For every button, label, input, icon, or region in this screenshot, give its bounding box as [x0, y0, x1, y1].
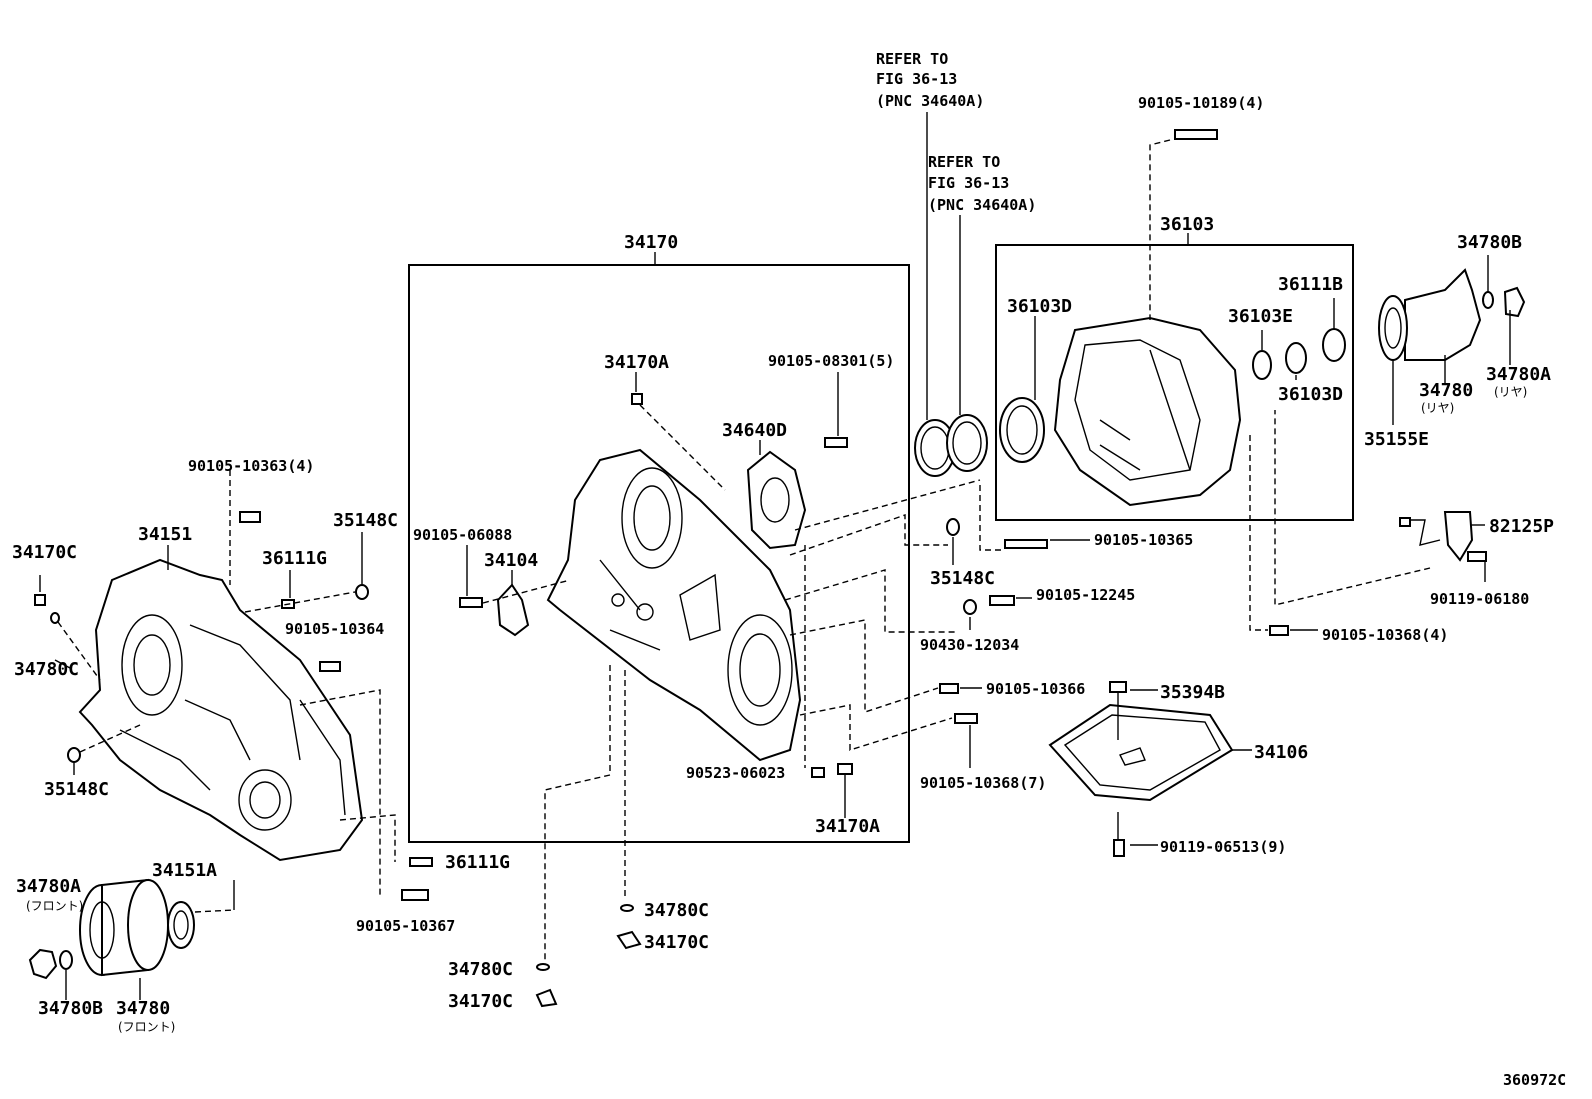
- label-90105-10368-7: 90105-10368(7): [920, 774, 1046, 792]
- transfer-case-34170-part: [546, 448, 802, 762]
- label-90119-06513: 90119-06513(9): [1160, 838, 1286, 856]
- rear-housing-36103-part: [1053, 316, 1242, 507]
- label-34640D: 34640D: [722, 420, 787, 441]
- svg-text:(PNC 34640A): (PNC 34640A): [876, 92, 984, 110]
- label-35155E: 35155E: [1364, 429, 1429, 450]
- label-34780B-rear: 34780B: [1457, 232, 1522, 253]
- label-36103E: 36103E: [1228, 306, 1293, 327]
- label-34151: 34151: [138, 524, 192, 545]
- refer-note-1: REFER TO FIG 36-13 (PNC 34640A): [876, 50, 984, 110]
- refer-note-2: REFER TO FIG 36-13 (PNC 34640A): [928, 153, 1036, 214]
- label-34780C-a: 34780C: [14, 659, 79, 680]
- label-90105-10368-4: 90105-10368(4): [1322, 626, 1448, 644]
- label-90523-06023: 90523-06023: [686, 764, 785, 782]
- sensor-82125P-part: [1399, 511, 1474, 562]
- label-36111G-a: 36111G: [262, 548, 327, 569]
- label-36111B: 36111B: [1278, 274, 1343, 295]
- label-82125P: 82125P: [1489, 516, 1554, 537]
- bearing-36103D-b: [1285, 342, 1307, 374]
- svg-text:REFER TO: REFER TO: [876, 50, 948, 68]
- label-34151A: 34151A: [152, 860, 217, 881]
- label-35148C-c: 35148C: [930, 568, 995, 589]
- label-90105-10366: 90105-10366: [986, 680, 1085, 698]
- label-34780-rear: 34780: [1419, 380, 1473, 401]
- label-90105-10365: 90105-10365: [1094, 531, 1193, 549]
- label-36103D-a: 36103D: [1007, 296, 1072, 317]
- label-34170C-a: 34170C: [12, 542, 77, 563]
- figure-code: 360972C: [1503, 1071, 1566, 1089]
- label-36103: 36103: [1160, 214, 1214, 235]
- label-34106: 34106: [1254, 742, 1308, 763]
- label-rear-b: (リヤ): [1494, 385, 1527, 399]
- label-90430-12034: 90430-12034: [920, 636, 1019, 654]
- rear-flange-34780-part: [1378, 268, 1482, 361]
- assembly-box-36103: [995, 244, 1354, 521]
- label-90119-06180: 90119-06180: [1430, 590, 1529, 608]
- label-34780-front: 34780: [116, 998, 170, 1019]
- front-flange-34780-part: [79, 878, 169, 977]
- washer-34780B-rear: [1482, 291, 1494, 309]
- svg-text:FIG 36-13: FIG 36-13: [928, 174, 1009, 192]
- label-34780C-b: 34780C: [644, 900, 709, 921]
- part-labels: 34170 36103 34170A 90105-08301(5) 34640D…: [12, 94, 1566, 1089]
- front-housing-34151-part: [78, 558, 364, 862]
- label-90105-10189: 90105-10189(4): [1138, 94, 1264, 112]
- seal-34151A: [167, 901, 195, 949]
- label-34780A-rear: 34780A: [1486, 364, 1551, 385]
- oil-pump-cover-34640D: [746, 450, 807, 550]
- label-front-a: (フロント): [26, 899, 83, 913]
- label-36111G-b: 36111G: [445, 852, 510, 873]
- label-34780B-front: 34780B: [38, 998, 103, 1019]
- label-34780A-front: 34780A: [16, 876, 81, 897]
- assembly-box-34170: [408, 264, 910, 843]
- label-front-b: (フロント): [118, 1020, 175, 1034]
- svg-text:(PNC 34640A): (PNC 34640A): [928, 196, 1036, 214]
- label-90105-10363: 90105-10363(4): [188, 457, 314, 475]
- ring-36103E: [1252, 350, 1272, 380]
- label-rear-a: (リヤ): [1421, 401, 1454, 415]
- svg-text:FIG 36-13: FIG 36-13: [876, 70, 957, 88]
- label-34780C-c: 34780C: [448, 959, 513, 980]
- label-90105-12245: 90105-12245: [1036, 586, 1135, 604]
- svg-text:REFER TO: REFER TO: [928, 153, 1000, 171]
- label-34170C-b: 34170C: [644, 932, 709, 953]
- label-34170A-top: 34170A: [604, 352, 669, 373]
- label-90105-10367: 90105-10367: [356, 917, 455, 935]
- label-90105-08301: 90105-08301(5): [768, 352, 894, 370]
- label-35394B: 35394B: [1160, 682, 1225, 703]
- label-34170C-c: 34170C: [448, 991, 513, 1012]
- label-35148C-a: 35148C: [333, 510, 398, 531]
- label-34170: 34170: [624, 232, 678, 253]
- label-90105-10364: 90105-10364: [285, 620, 384, 638]
- washer-34780B-front: [59, 950, 73, 970]
- label-90105-06088: 90105-06088: [413, 526, 512, 544]
- label-34104: 34104: [484, 550, 538, 571]
- label-36103D-b: 36103D: [1278, 384, 1343, 405]
- label-34170A-bottom: 34170A: [815, 816, 880, 837]
- nut-34780A-front: [28, 948, 58, 980]
- label-35148C-b: 35148C: [44, 779, 109, 800]
- oil-pan-34106-part: [1048, 703, 1234, 802]
- nut-34780A-rear: [1503, 286, 1526, 318]
- bearing-36111B: [1322, 328, 1346, 362]
